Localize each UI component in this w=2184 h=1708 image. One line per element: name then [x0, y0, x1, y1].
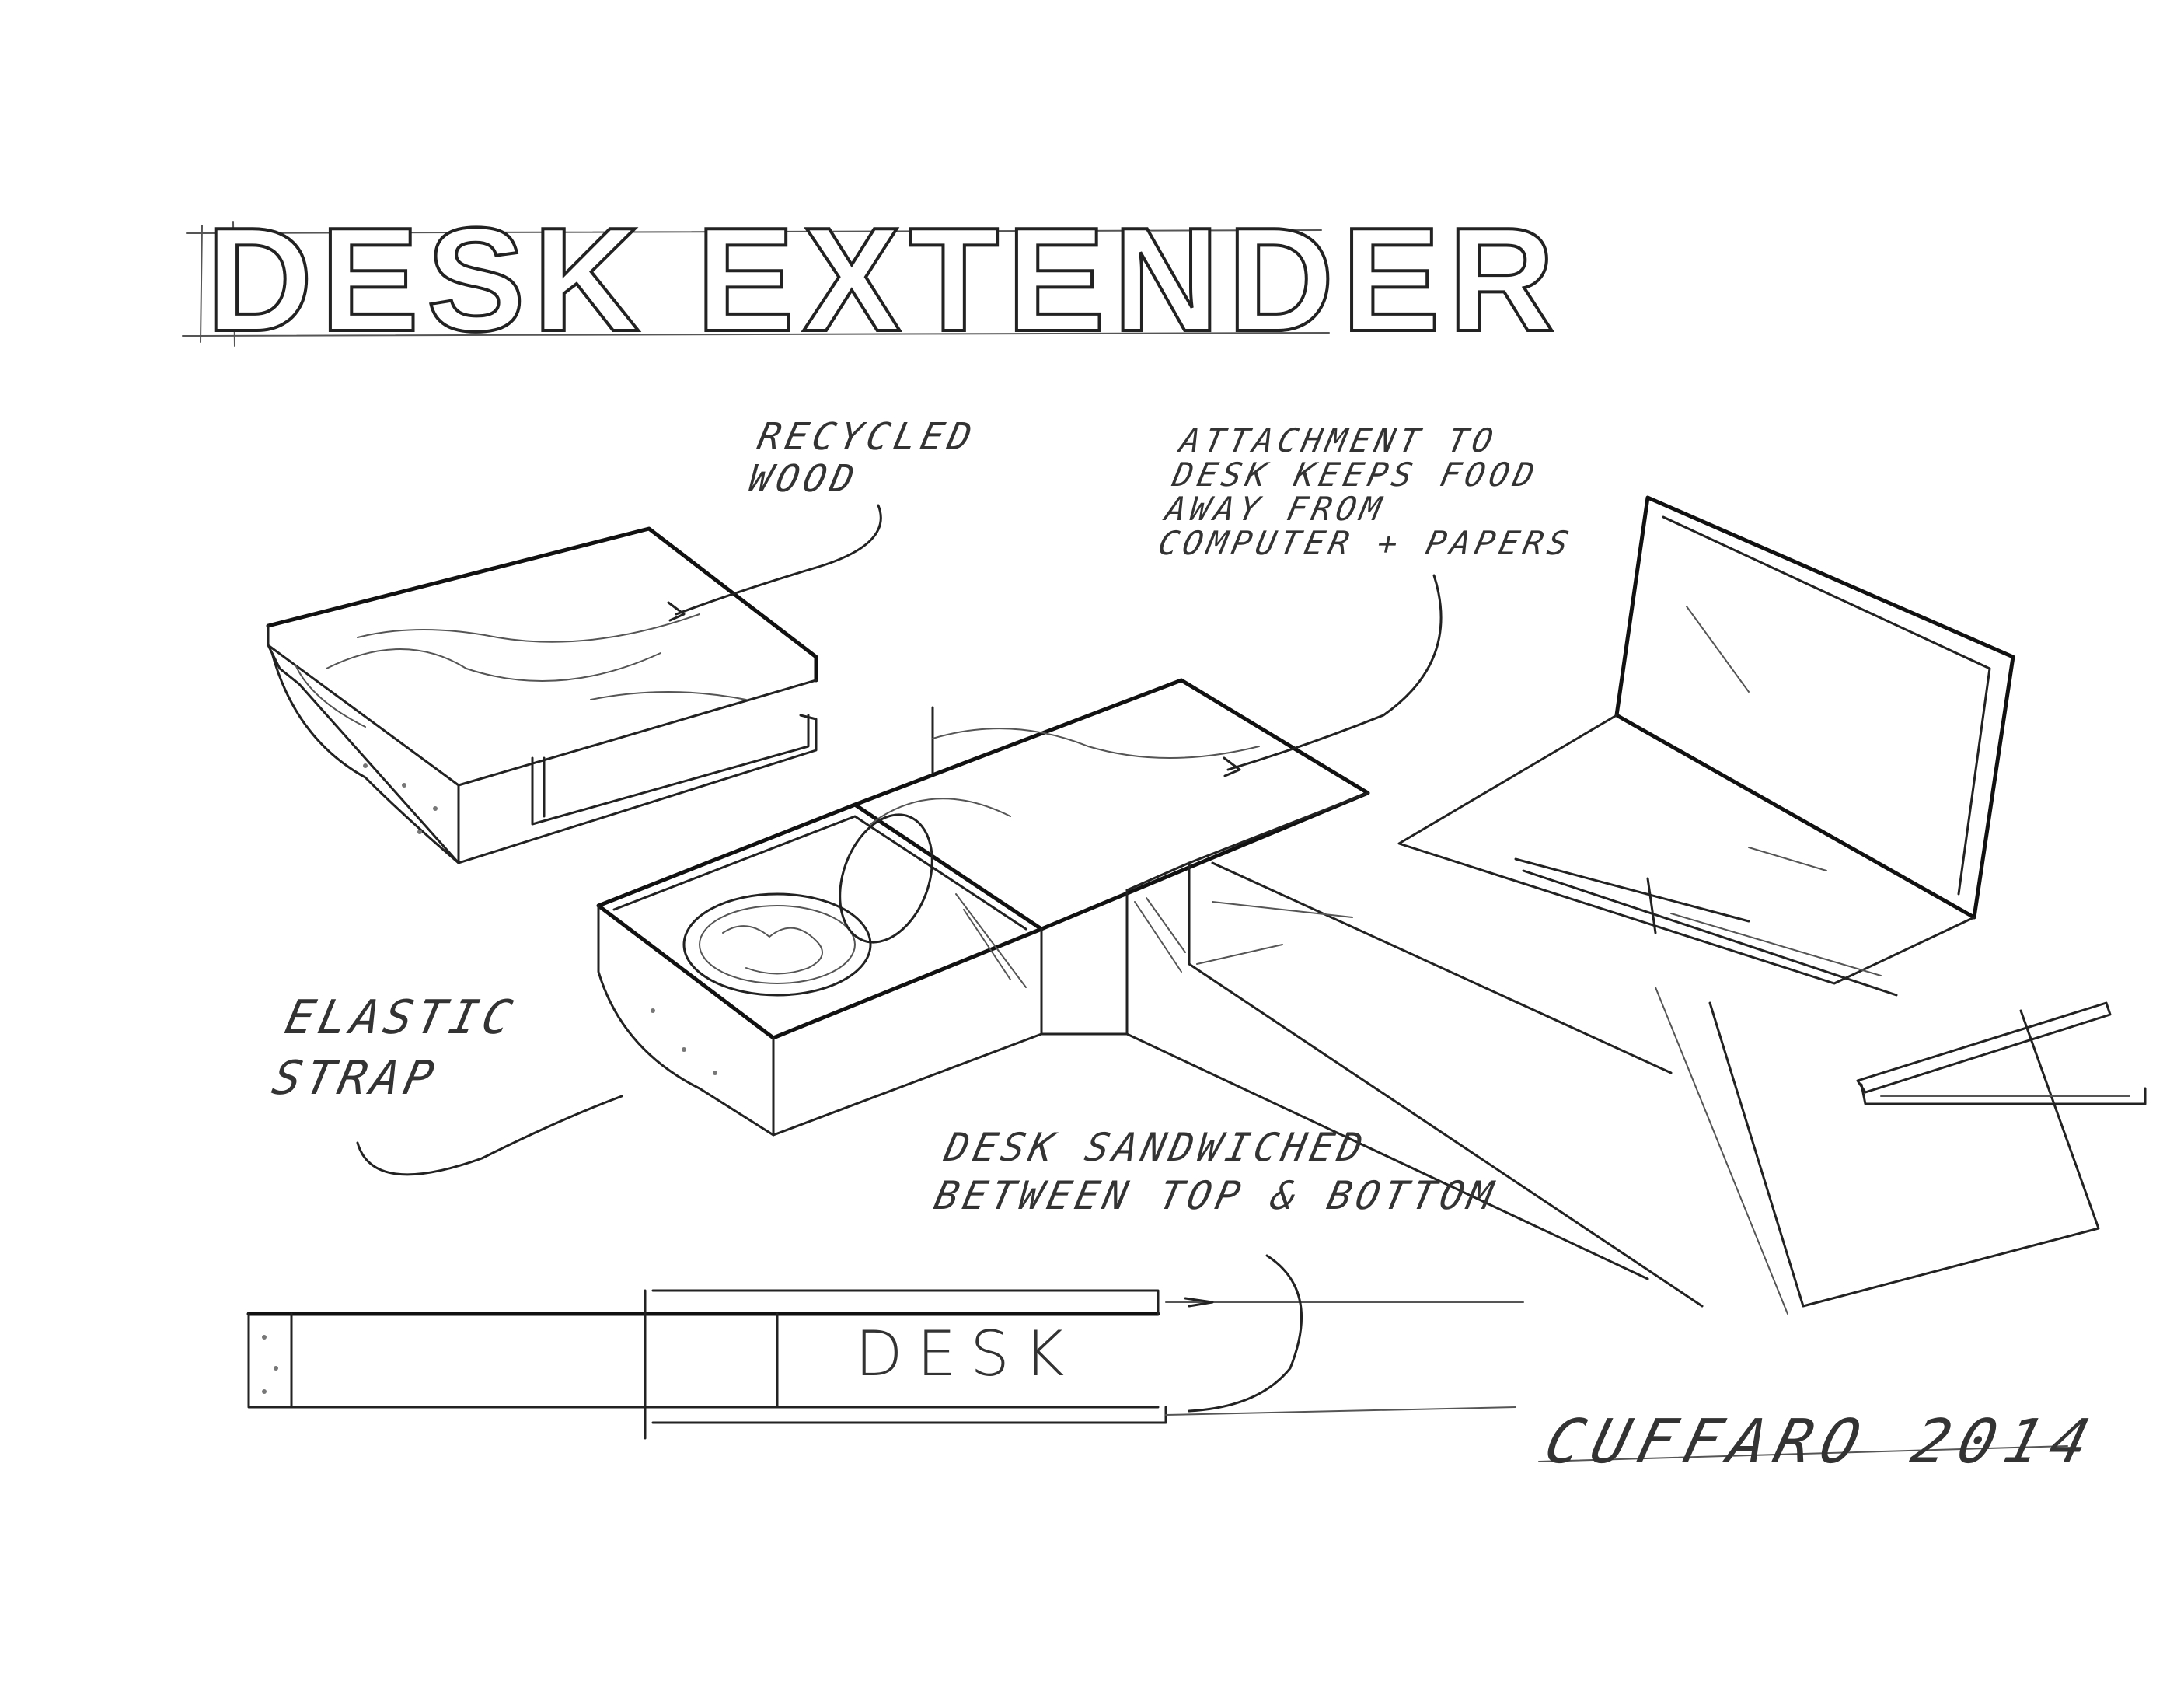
- title-guide-lines: [182, 221, 1330, 347]
- sketch-title: DESK EXTENDER: [204, 197, 1563, 362]
- open-box-sketch: [596, 802, 1044, 1137]
- recycled-wood-note: RECYCLED WOOD: [745, 415, 980, 501]
- artist-signature: CUFFARO 2014: [1537, 1407, 2106, 1477]
- desk-label: DESK: [855, 1318, 1079, 1390]
- attachment-note: ATTACHMENT TO DESK KEEPS FOOD AWAY FROM …: [1154, 421, 1577, 562]
- elastic-strap-note: ELASTIC STRAP: [267, 990, 522, 1105]
- signature-stroke: [1538, 1445, 2068, 1462]
- desk-sandwiched-note: DESK SANDWICHED BETWEEN TOP & BOTTOM: [930, 1125, 1502, 1218]
- closed-box-sketch: [266, 526, 818, 864]
- laptop-sketch: [1397, 495, 2100, 1315]
- pen-sketch: [1856, 1001, 2147, 1105]
- desk-extender-sketch: [853, 678, 1704, 1308]
- leader-arrows: [356, 504, 1443, 1413]
- desk-elevation-sketch: [246, 1289, 1524, 1440]
